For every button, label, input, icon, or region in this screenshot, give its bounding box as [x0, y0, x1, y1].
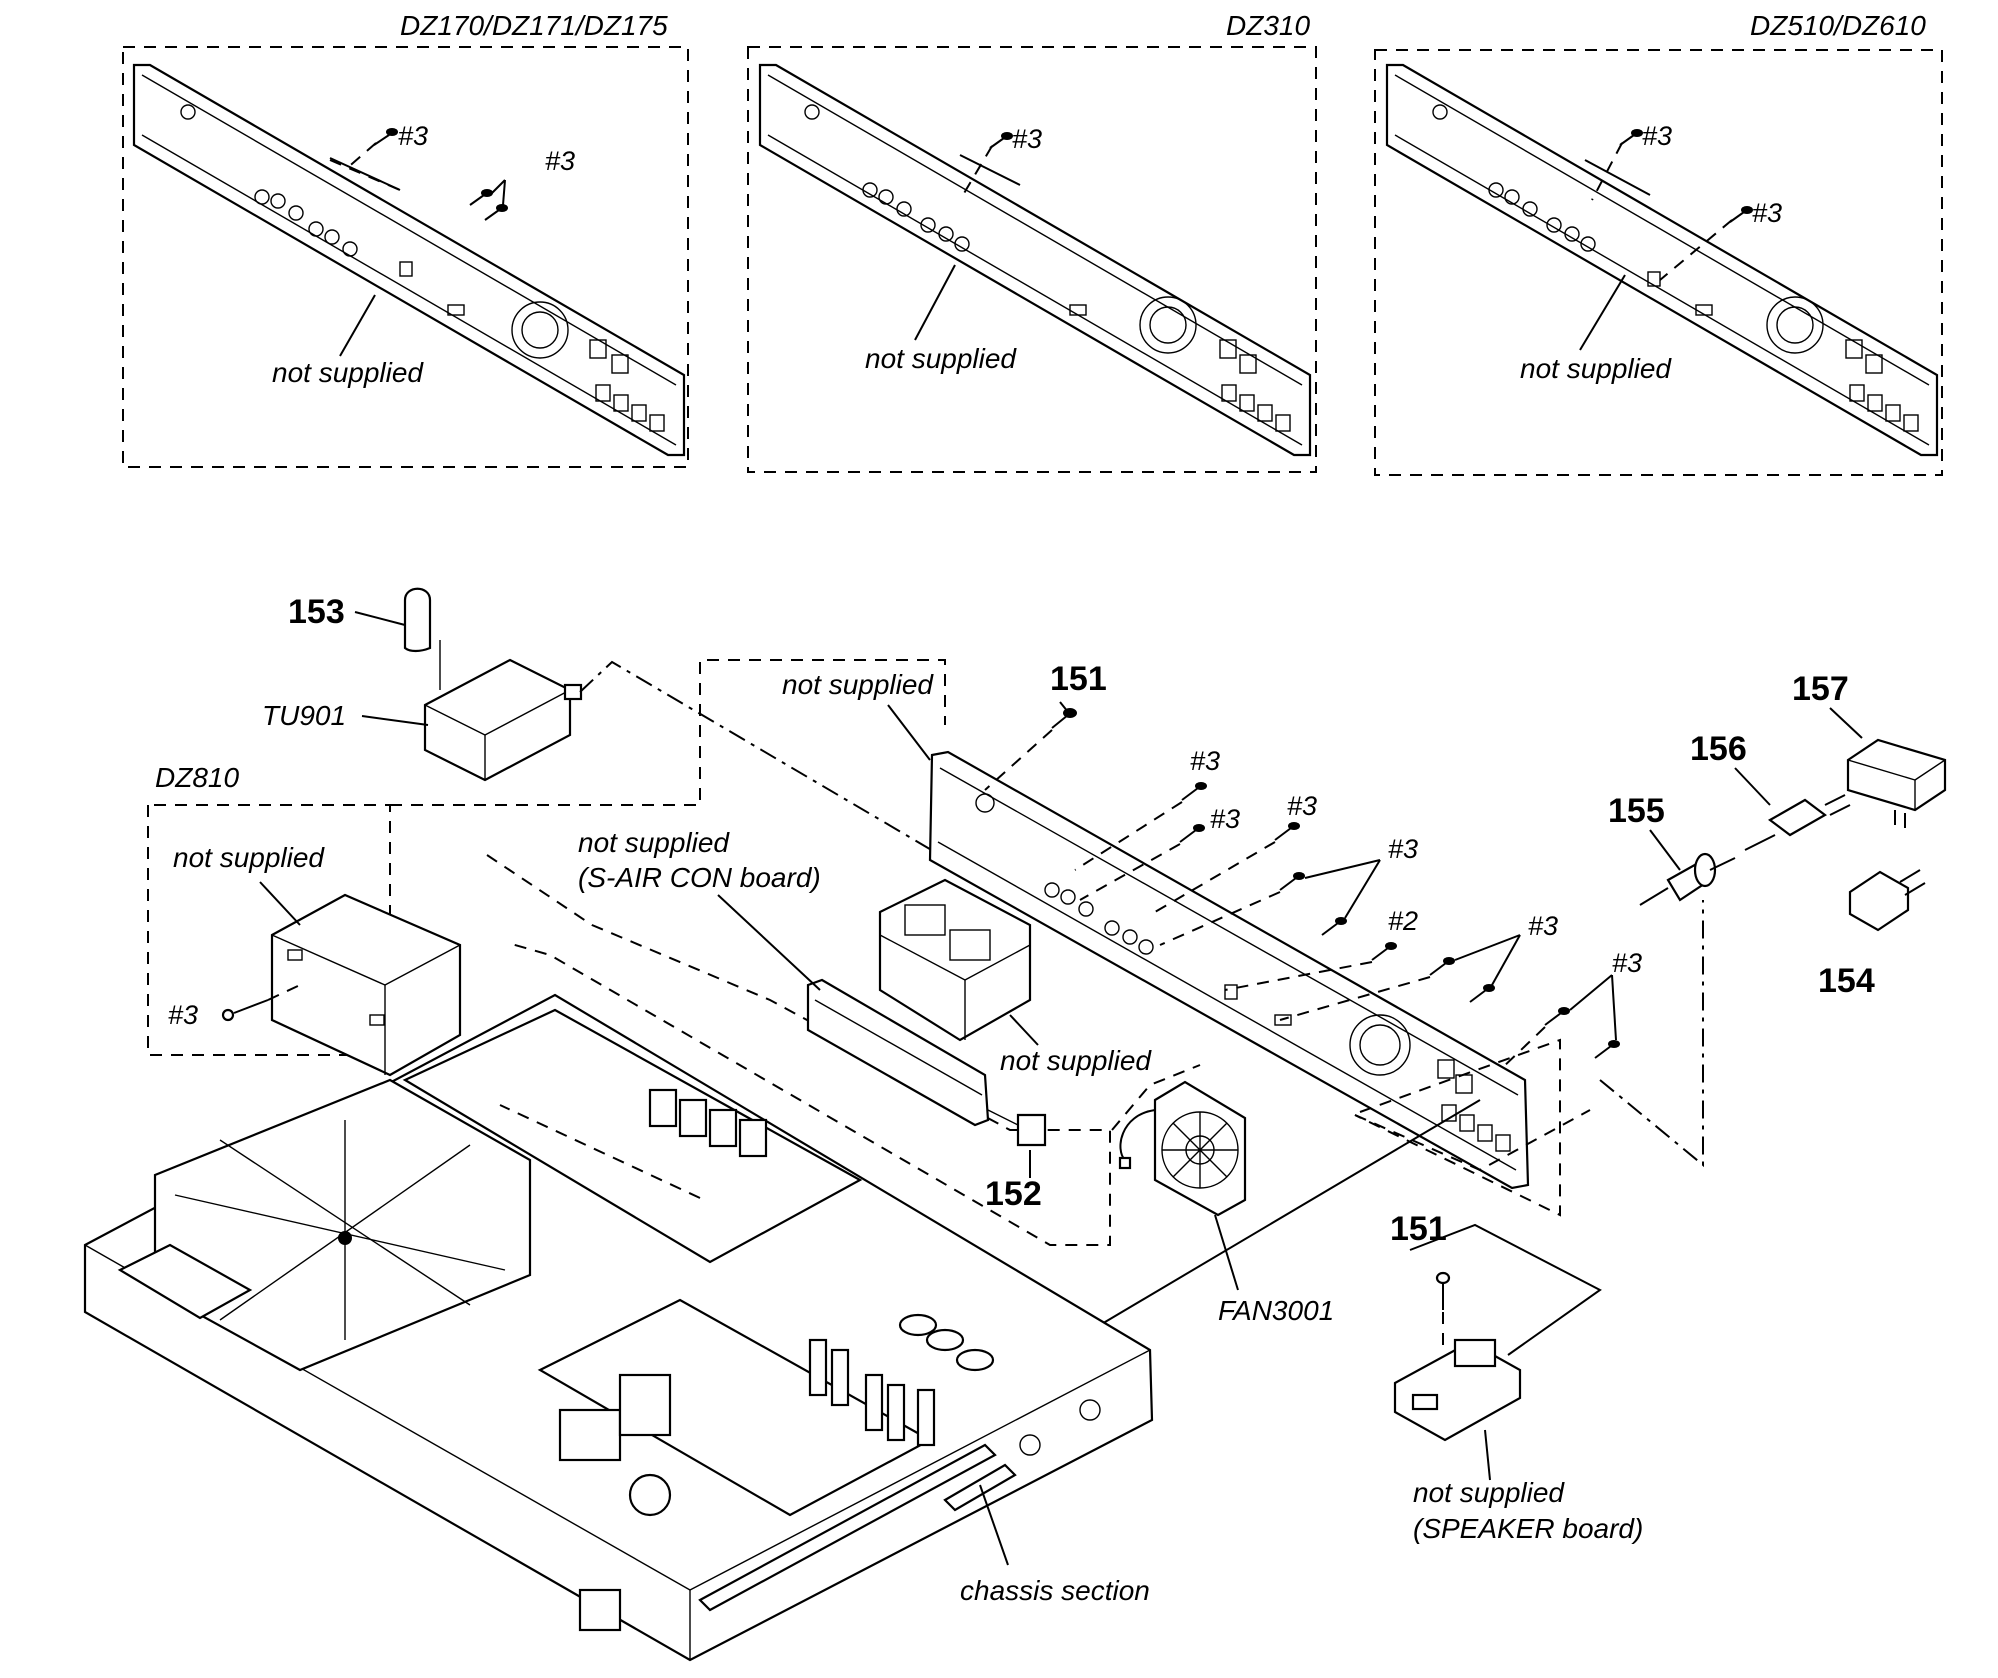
tuner-group: 153 TU901 [262, 587, 941, 856]
fan-fan3001 [1118, 1080, 1247, 1217]
chassis-label: chassis section [960, 1575, 1150, 1606]
power-cord-ref: 156 [1690, 730, 1747, 768]
tuner-cable [403, 587, 432, 653]
screw-label-main-5: #2 [1388, 906, 1418, 936]
screw-main-2: #3 [1079, 804, 1240, 901]
power-plug-ref: 155 [1608, 792, 1665, 830]
screw-label-main-7: #3 [1612, 948, 1642, 978]
rear-panel-plate-dz310 [758, 63, 1312, 457]
rear-panel-note: not supplied [782, 669, 934, 700]
panel-dz170-frame [122, 46, 689, 468]
speaker-board [1393, 1338, 1522, 1442]
panel-dz170-title: DZ170/DZ171/DZ175 [400, 10, 668, 41]
fan-group: FAN3001 [1099, 1064, 1481, 1326]
screw-label-main-4: #3 [1388, 834, 1418, 864]
chassis-section [83, 993, 1154, 1662]
screw-label-main-1: #3 [1190, 746, 1220, 776]
panel-dz170: DZ170/DZ171/DZ175 #3 # [122, 10, 689, 468]
rear-panel-plate-dz170 [132, 63, 686, 457]
sair-group: not supplied (S-AIR CON board) not suppl… [486, 827, 1152, 1246]
sair-module [878, 878, 1032, 1042]
cord-156 [1744, 794, 1851, 851]
screw-label-main-2: #3 [1210, 804, 1240, 834]
plug-155 [1639, 852, 1736, 906]
cable-152 [987, 1109, 1047, 1147]
screw-dz810: #3 [168, 984, 301, 1030]
main-screws: #3 #3 #3 #3 #2 #3 [1074, 746, 1642, 1071]
panel-dz310-frame [747, 46, 1317, 473]
panel-dz510: DZ510/DZ610 #3 #3 no [1374, 10, 1943, 476]
screw-label-dz310-a: #3 [1012, 124, 1042, 154]
screw-dz170-a: #3 [344, 121, 428, 171]
screw-label-dz170-a: #3 [398, 121, 428, 151]
tuner-label: TU901 [262, 700, 346, 731]
speaker-group: 151 not supplied (SPEAKER board) [1390, 1210, 1643, 1544]
main-rear-panel [928, 750, 1591, 1217]
tuner-ref: 153 [288, 593, 345, 631]
screw-main-5: #2 [1224, 906, 1418, 991]
power-adaptor-ref: 157 [1792, 670, 1849, 708]
dz810-group: DZ810 not supplied #3 [147, 659, 946, 1077]
panel-dz170-note: not supplied [272, 357, 424, 388]
screw-label-dz170-b: #3 [545, 146, 575, 176]
screw-label-main-3: #3 [1287, 791, 1317, 821]
screw-151-top [984, 701, 1077, 791]
panel-dz510-note: not supplied [1520, 353, 1672, 384]
dz810-note: not supplied [173, 842, 325, 873]
screw-dz170-b: #3 [469, 146, 575, 221]
sair-cable-ref: 152 [985, 1175, 1042, 1213]
panel-dz510-title: DZ510/DZ610 [1750, 10, 1926, 41]
panel-dz510-frame [1374, 49, 1943, 476]
sair-board-label: (S-AIR CON board) [578, 862, 821, 893]
screw-speaker [1435, 1271, 1451, 1310]
screw-dz310-a: #3 [959, 124, 1042, 201]
screw-main-4: #3 [1159, 834, 1418, 946]
fan-label: FAN3001 [1218, 1295, 1334, 1326]
screw-dz510-b: #3 [1659, 198, 1782, 281]
rear-panel-plate-dz510 [1385, 63, 1939, 457]
speaker-screw-ref: 151 [1390, 1210, 1447, 1248]
screw-main-3: #3 [1154, 791, 1317, 913]
power-group: 155 156 157 15 [1599, 670, 1947, 1168]
adaptor-157 [1846, 738, 1947, 828]
tuner-tu901 [423, 658, 583, 782]
panel-dz310-title: DZ310 [1226, 10, 1310, 41]
speaker-board-label: (SPEAKER board) [1413, 1513, 1643, 1544]
sair-note: not supplied [578, 827, 730, 858]
dz810-bracket [270, 893, 462, 1077]
screw-main-7: #3 [1499, 948, 1642, 1071]
screw-label-dz810: #3 [168, 1000, 198, 1030]
rear-panel-screw-ref: 151 [1050, 660, 1107, 698]
screw-main-6: #3 [1279, 911, 1558, 1021]
sair-con-board [806, 978, 990, 1127]
screw-label-main-6: #3 [1528, 911, 1558, 941]
screw-label-dz510-a: #3 [1642, 121, 1672, 151]
screw-dz510-a: #3 [1591, 121, 1672, 201]
power-converter-ref: 154 [1818, 962, 1875, 1000]
converter-154 [1848, 869, 1926, 932]
dz810-title: DZ810 [155, 762, 239, 793]
sair-module-note: not supplied [1000, 1045, 1152, 1076]
panel-dz310-note: not supplied [865, 343, 1017, 374]
panel-dz310: DZ310 #3 not supplied [747, 10, 1317, 473]
screw-label-dz510-b: #3 [1752, 198, 1782, 228]
speaker-note: not supplied [1413, 1477, 1565, 1508]
screw-main-1: #3 [1074, 746, 1220, 871]
